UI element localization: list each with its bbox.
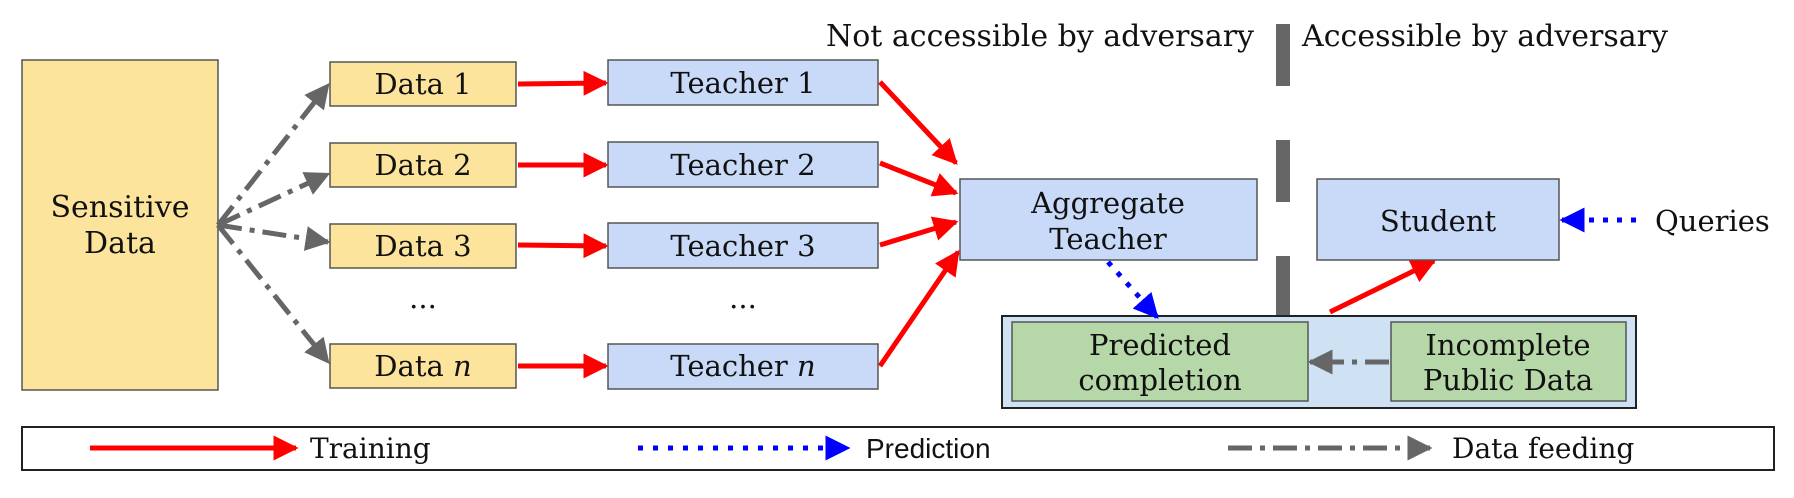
prediction-arrow-aggregate (1106, 260, 1159, 319)
sensitive-data-box (21, 59, 219, 391)
aggregate-teacher-label-1: Aggregate (1030, 186, 1185, 220)
teacher-1-box (607, 59, 879, 106)
incomplete-public-data-box (1390, 321, 1627, 402)
data-n-label: Data n (374, 349, 471, 383)
teacher-n-label-var: n (797, 349, 816, 383)
train-arrow-teacher-1 (878, 80, 958, 165)
data-ellipsis: ... (409, 281, 437, 315)
teacher-1-label: Teacher 1 (670, 66, 815, 100)
legend-prediction-label: Prediction (866, 433, 991, 464)
data-n-label-prefix: Data (374, 349, 453, 383)
feed-arrow-data-n (216, 223, 330, 364)
teacher-n-label-prefix: Teacher (670, 349, 797, 383)
teacher-n-box (607, 343, 879, 390)
zone-label-accessible: Accessible by adversary (1301, 19, 1668, 54)
sensitive-data-label-2: Data (84, 226, 156, 261)
teacher-n-label: Teacher n (670, 349, 815, 383)
train-arrow-teacher-2 (879, 160, 959, 197)
train-arrow-1 (517, 70, 609, 96)
incomplete-public-data-label-2: Public Data (1423, 363, 1593, 397)
legend-box (21, 426, 1775, 471)
teacher-3-box (607, 222, 879, 269)
incomplete-public-data-label-1: Incomplete (1425, 328, 1590, 362)
predicted-completion-label-1: Predicted (1089, 328, 1231, 362)
teacher-ellipsis: ... (729, 281, 757, 315)
legend-training-label: Training (310, 432, 431, 465)
data-n-box (329, 343, 517, 389)
teacher-2-box (607, 141, 879, 188)
legend-data-feeding-label: Data feeding (1452, 432, 1634, 465)
train-arrow-3 (517, 233, 609, 259)
student-box (1316, 178, 1560, 261)
feed-arrow-data-1 (216, 83, 330, 227)
sensitive-data-label-1: Sensitive (51, 190, 190, 225)
feed-arrow-data-2 (216, 171, 331, 228)
feed-arrow-data-3 (217, 222, 331, 251)
data-3-label: Data 3 (374, 229, 471, 263)
aggregate-teacher-box (959, 178, 1258, 261)
data-1-box (329, 61, 517, 107)
train-arrow-teacher-3 (879, 216, 959, 248)
teacher-2-label: Teacher 2 (670, 148, 815, 182)
data-3-box (329, 223, 517, 269)
train-arrow-teacher-n (877, 249, 961, 368)
data-2-label: Data 2 (374, 148, 471, 182)
queries-label: Queries (1655, 204, 1770, 238)
predicted-completion-box (1011, 321, 1309, 402)
aggregate-teacher-label-2: Teacher (1049, 222, 1167, 256)
data-1-label: Data 1 (374, 67, 471, 101)
student-label: Student (1380, 204, 1497, 238)
teacher-3-label: Teacher 3 (670, 229, 815, 263)
train-arrow-student (1328, 258, 1437, 315)
zone-label-not-accessible: Not accessible by adversary (826, 19, 1254, 54)
data-2-box (329, 142, 517, 188)
data-n-label-var: n (453, 349, 472, 383)
predicted-completion-label-2: completion (1078, 363, 1241, 397)
